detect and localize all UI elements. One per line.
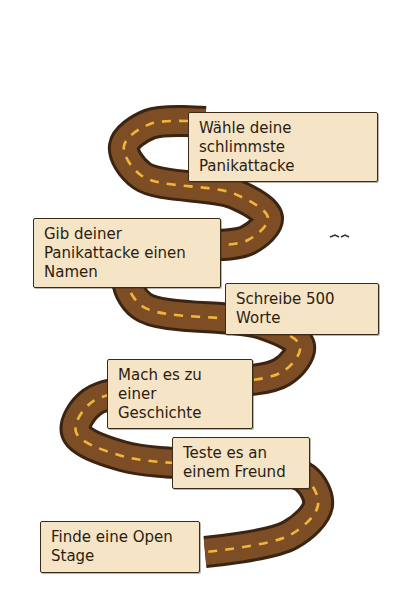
step-box: Wähle deine schlimmste Panikattacke bbox=[188, 112, 378, 182]
step-label: Gib deiner Panikattacke einen Namen bbox=[44, 225, 210, 281]
step-box: Mach es zu einer Geschichte bbox=[107, 359, 253, 429]
step-label: Finde eine Open Stage bbox=[51, 528, 189, 566]
step-box: Schreibe 500 Worte bbox=[225, 283, 379, 335]
step-label: Teste es an einem Freund bbox=[183, 444, 299, 482]
step-box: Gib deiner Panikattacke einen Namen bbox=[33, 218, 221, 288]
bird-mark bbox=[330, 235, 349, 237]
step-label: Schreibe 500 Worte bbox=[236, 290, 368, 328]
step-box: Teste es an einem Freund bbox=[172, 437, 310, 489]
road-outline bbox=[76, 121, 319, 552]
road-surface bbox=[76, 121, 319, 552]
step-label: Wähle deine schlimmste Panikattacke bbox=[199, 119, 367, 175]
road-centre-line bbox=[76, 121, 319, 552]
step-label: Mach es zu einer Geschichte bbox=[118, 366, 242, 422]
step-box: Finde eine Open Stage bbox=[40, 521, 200, 573]
